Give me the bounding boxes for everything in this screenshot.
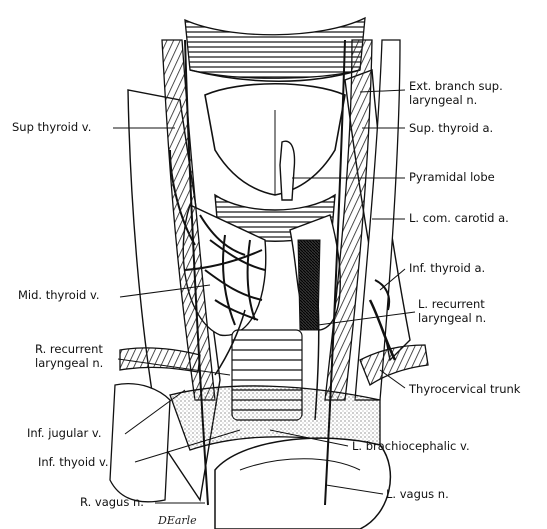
label-mid-thyroid-v: Mid. thyroid v. [18, 289, 100, 302]
label-l-recurrent-laryngeal-n-2: laryngeal n. [418, 312, 486, 325]
label-l-brachiocephalic-v: L. brachiocephalic v. [352, 440, 470, 453]
artist-signature: DEarle [158, 514, 197, 527]
label-l-com-carotid-a: L. com. carotid a. [409, 212, 509, 225]
label-pyramidal-lobe: Pyramidal lobe [409, 171, 495, 184]
label-l-vagus-n: L. vagus n. [386, 488, 449, 501]
label-l-recurrent-laryngeal-n-1: L. recurrent [418, 298, 485, 311]
label-sup-thyroid-a: Sup. thyroid a. [409, 122, 493, 135]
label-thyrocervical-trunk: Thyrocervical trunk [409, 383, 520, 396]
label-inf-jugular-v: Inf. jugular v. [27, 427, 101, 440]
esophagus-dark [298, 240, 320, 330]
pyramidal-lobe [280, 141, 295, 200]
label-r-vagus-n: R. vagus n. [80, 496, 144, 509]
label-r-recurrent-laryngeal-n-1: R. recurrent [35, 343, 103, 356]
label-sup-thyroid-v: Sup thyroid v. [12, 121, 91, 134]
label-inf-thyoid-v: Inf. thyoid v. [38, 456, 109, 469]
label-ext-branch-sup-laryngeal-n-2: laryngeal n. [409, 94, 477, 107]
label-ext-branch-sup-laryngeal-n-1: Ext. branch sup. [409, 80, 503, 93]
label-inf-thyroid-a: Inf. thyroid a. [409, 262, 485, 275]
label-r-recurrent-laryngeal-n-2: laryngeal n. [35, 357, 103, 370]
hyoid-and-upper-larynx [185, 18, 365, 81]
